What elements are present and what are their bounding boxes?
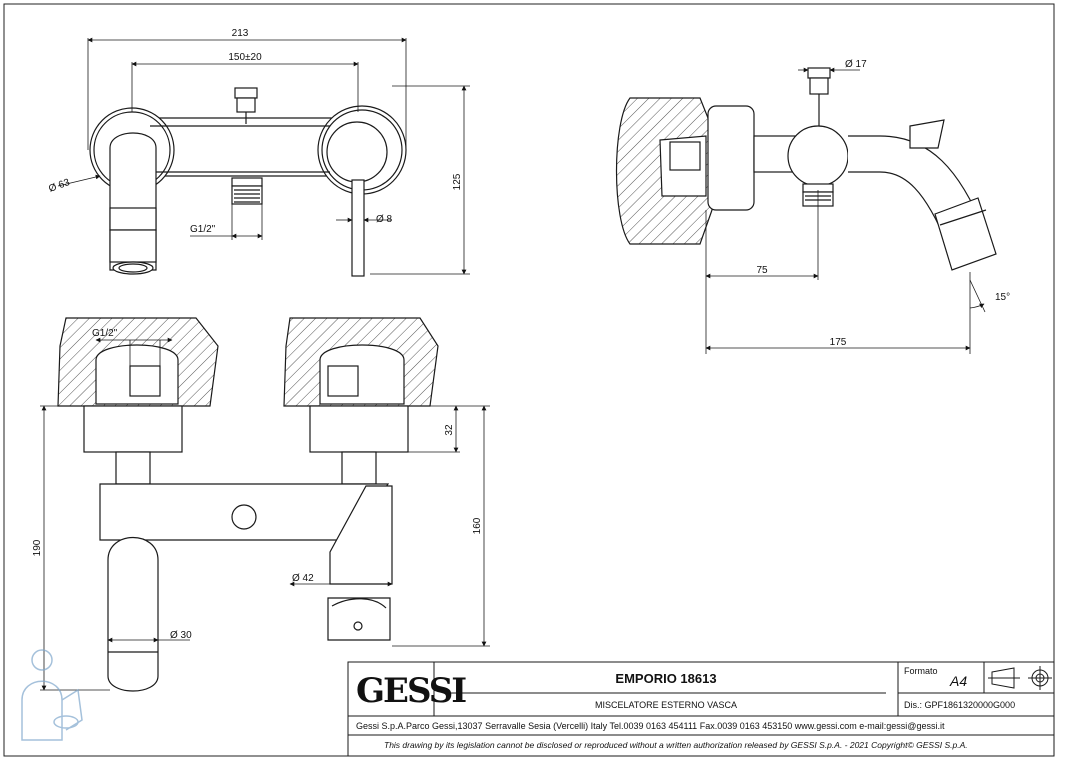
dim-125: 125	[452, 173, 463, 190]
dim-160: 160	[472, 517, 483, 534]
company-line: Gessi S.p.A.Parco Gessi,13037 Serravalle…	[356, 721, 945, 731]
dim-g12-top: G1/2"	[92, 328, 118, 339]
plan-view	[40, 317, 490, 692]
title-block	[347, 661, 1055, 757]
format-label: Formato	[904, 666, 938, 676]
dim-d42: Ø 42	[292, 573, 314, 584]
copyright-line: This drawing by its legislation cannot b…	[384, 740, 968, 750]
dim-150: 150±20	[228, 52, 262, 63]
dim-g12-front: G1/2"	[190, 224, 216, 235]
front-view	[57, 37, 470, 277]
dim-d30: Ø 30	[170, 630, 192, 641]
format-value: A4	[949, 673, 967, 689]
dim-d8: Ø 8	[376, 214, 393, 225]
dim-190: 190	[32, 539, 43, 556]
dim-15deg: 15°	[995, 292, 1010, 303]
dim-32: 32	[444, 424, 455, 436]
dim-75: 75	[756, 265, 768, 276]
product-subtitle: MISCELATORE ESTERNO VASCA	[595, 700, 737, 710]
plumber-figure-icon	[21, 649, 83, 741]
product-title: EMPORIO 18613	[615, 671, 716, 686]
dim-d63: Ø 63	[47, 177, 72, 195]
dim-d17: Ø 17	[845, 59, 867, 70]
drawing-number: Dis.: GPF1861320000G000	[904, 700, 1015, 710]
dim-175: 175	[830, 337, 847, 348]
dim-213: 213	[232, 28, 249, 39]
gessi-logo: GESSI	[356, 671, 466, 711]
side-view	[615, 67, 997, 354]
